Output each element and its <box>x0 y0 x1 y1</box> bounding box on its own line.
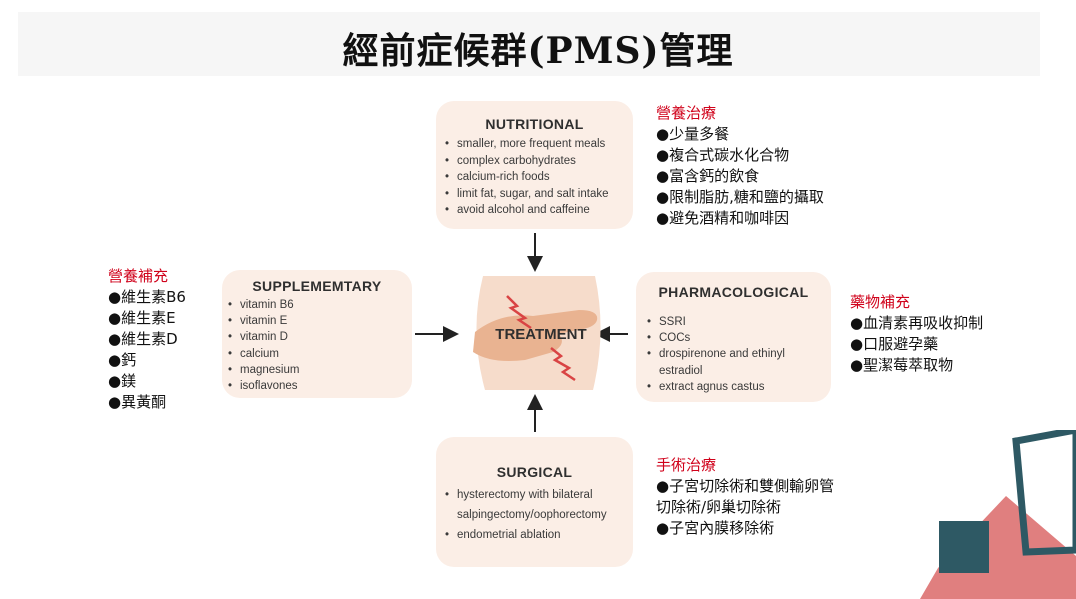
note-item: ●維生素D <box>108 330 178 348</box>
note-item: ●血清素再吸收抑制 <box>850 314 984 332</box>
note-item: 切除術/卵巢切除術 <box>656 498 782 516</box>
list-item: endometrial ablation <box>445 526 633 546</box>
supplementary-list: vitamin B6 vitamin E vitamin D calcium m… <box>228 297 412 394</box>
teal-square-shape <box>939 521 989 573</box>
supplementary-box: SUPPLEMEMTARY vitamin B6 vitamin E vitam… <box>222 270 412 398</box>
pink-triangle-shape <box>920 496 1076 599</box>
nutritional-box: NUTRITIONAL smaller, more frequent meals… <box>436 101 633 229</box>
note-item: ●鎂 <box>108 372 137 390</box>
list-item: isoflavones <box>228 378 412 394</box>
list-item: calcium <box>228 346 412 362</box>
list-item: limit fat, sugar, and salt intake <box>445 186 633 203</box>
treatment-label: TREATMENT <box>495 326 587 343</box>
list-item: vitamin B6 <box>228 297 412 313</box>
note-heading: 營養治療 <box>656 104 717 122</box>
note-item: ●富含鈣的飲食 <box>656 167 760 185</box>
list-item: vitamin E <box>228 313 412 329</box>
note-nutrition: 營養治療 ●少量多餐 ●複合式碳水化合物 ●富含鈣的飲食 ●限制脂肪,糖和鹽的攝… <box>656 103 824 229</box>
note-surgery: 手術治療 ●子宮切除術和雙側輸卵管 切除術/卵巢切除術 ●子宮內膜移除術 <box>656 455 834 539</box>
surgical-list: hysterectomy with bilateral salpingectom… <box>445 486 633 545</box>
list-item: drospirenone and ethinyl <box>647 346 831 362</box>
pharmacological-box: PHARMACOLOGICAL SSRI COCs drospirenone a… <box>636 272 831 402</box>
note-heading: 手術治療 <box>656 456 717 474</box>
page-title: 經前症候群(PMS)管理 <box>342 30 734 72</box>
note-item: ●子宮切除術和雙側輸卵管 <box>656 477 835 495</box>
hand-shape <box>473 310 598 361</box>
corner-decoration <box>920 430 1076 599</box>
note-heading: 營養補充 <box>108 267 169 285</box>
list-item: SSRI <box>647 314 831 330</box>
treatment-graphic <box>473 276 601 390</box>
note-item: ●複合式碳水化合物 <box>656 146 790 164</box>
note-item: ●維生素B6 <box>108 288 186 306</box>
pharmacological-list: SSRI COCs drospirenone and ethinyl estra… <box>647 314 831 395</box>
surgical-box: SURGICAL hysterectomy with bilateral sal… <box>436 437 633 567</box>
pain-zigzag-top <box>506 295 532 330</box>
note-item: ●鈣 <box>108 351 137 369</box>
nutritional-list: smaller, more frequent meals complex car… <box>445 136 633 219</box>
note-drug: 藥物補充 ●血清素再吸收抑制 ●口服避孕藥 ●聖潔莓萃取物 <box>850 292 983 376</box>
list-item-continuation: estradiol <box>659 364 703 377</box>
note-item: ●維生素E <box>108 309 176 327</box>
surgical-heading: SURGICAL <box>496 464 573 480</box>
title-band <box>18 12 1040 76</box>
list-item-continuation: salpingectomy/oophorectomy <box>457 508 607 521</box>
list-item: complex carbohydrates <box>445 153 633 170</box>
supplementary-heading: SUPPLEMEMTARY <box>252 278 382 294</box>
list-item: smaller, more frequent meals <box>445 136 633 153</box>
pharmacological-heading: PHARMACOLOGICAL <box>658 284 809 300</box>
note-item: ●異黃酮 <box>108 393 167 411</box>
note-heading: 藥物補充 <box>850 293 911 311</box>
list-item: COCs <box>647 330 831 346</box>
note-item: ●少量多餐 <box>656 125 730 143</box>
list-item: extract agnus castus <box>647 379 831 395</box>
list-item: avoid alcohol and caffeine <box>445 202 633 219</box>
note-item: ●限制脂肪,糖和鹽的攝取 <box>656 188 824 206</box>
list-item: magnesium <box>228 362 412 378</box>
pain-zigzag-bottom <box>550 347 576 382</box>
note-item: ●子宮內膜移除術 <box>656 519 775 537</box>
note-item: ●避免酒精和咖啡因 <box>656 209 790 227</box>
list-item: hysterectomy with bilateral <box>445 486 633 506</box>
note-supplement: 營養補充 ●維生素B6 ●維生素E ●維生素D ●鈣 ●鎂 ●異黃酮 <box>108 266 186 413</box>
list-item: calcium-rich foods <box>445 169 633 186</box>
note-item: ●口服避孕藥 <box>850 335 939 353</box>
note-item: ●聖潔莓萃取物 <box>850 356 954 374</box>
nutritional-heading: NUTRITIONAL <box>485 116 584 132</box>
list-item: vitamin D <box>228 329 412 345</box>
teal-frame-shape <box>1012 430 1076 556</box>
